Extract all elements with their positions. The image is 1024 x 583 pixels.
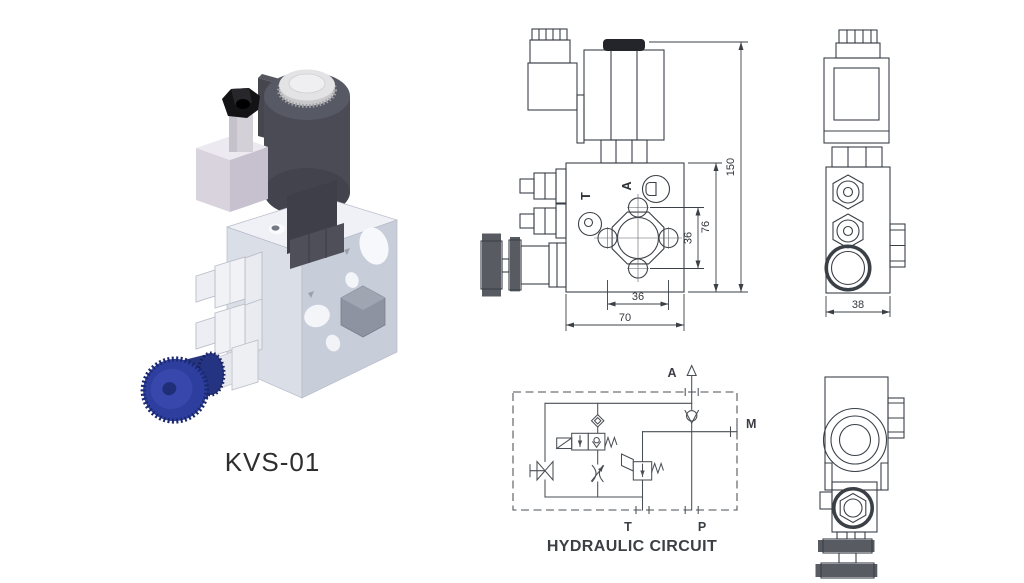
orifice-symbol [590, 413, 605, 428]
hydraulic-circuit-diagram: A M T P [512, 364, 756, 534]
shutoff-valve-symbol [529, 460, 554, 482]
throttle-symbol [590, 464, 605, 483]
circuit-port-t: T [624, 520, 632, 534]
dim-body-height: 76 [700, 221, 712, 233]
circuit-port-m: M [746, 417, 756, 431]
side-view-drawing: 38 [823, 29, 906, 317]
hex-plug [340, 285, 386, 338]
adjuster-screws [195, 251, 263, 356]
front-view-drawing: T A 150 76 36 36 70 [480, 28, 748, 331]
front-solenoid [527, 28, 665, 164]
circuit-lines [544, 364, 738, 511]
circuit-boundary [512, 391, 738, 511]
dim-body-depth: 38 [852, 299, 864, 311]
bottom-view-drawing [815, 376, 905, 579]
product-photo [140, 69, 399, 424]
port-label-a: A [620, 181, 634, 190]
circuit-port-a: A [667, 366, 676, 380]
blue-knob [140, 339, 259, 424]
front-centerlines [594, 194, 682, 282]
dim-body-width: 70 [619, 312, 631, 324]
dim-overall-height: 150 [725, 158, 737, 176]
port-crossings [635, 387, 738, 515]
relief-valve-symbol [620, 453, 664, 481]
front-adjusters [480, 168, 567, 297]
product-model-label: KVS-01 [224, 447, 321, 477]
dim-hole-spacing-vertical: 36 [683, 232, 695, 244]
block-ports [304, 227, 389, 352]
circuit-port-p: P [698, 520, 706, 534]
circuit-caption: HYDRAULIC CIRCUIT [546, 538, 718, 555]
port-label-t: T [579, 192, 593, 200]
dim-hole-spacing-horizontal: 36 [632, 291, 644, 303]
solenoid-valve-symbol [555, 432, 618, 451]
front-dimensions [565, 41, 748, 331]
connector-nut [222, 88, 260, 118]
